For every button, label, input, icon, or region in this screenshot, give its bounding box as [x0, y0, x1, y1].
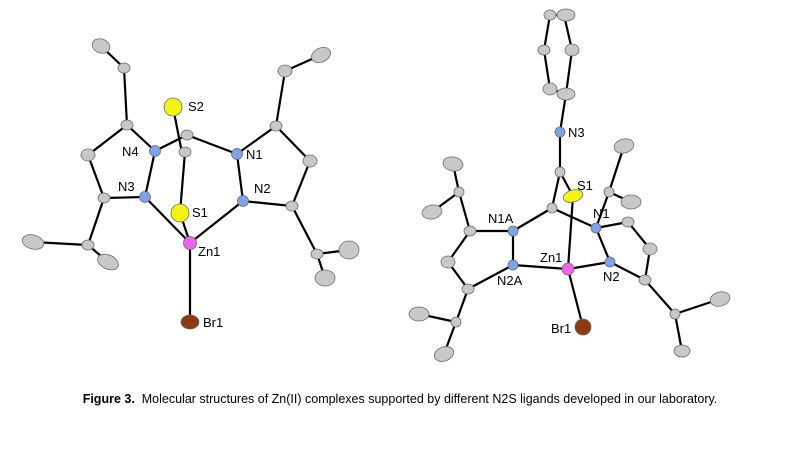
caption-label: Figure 3.: [82, 392, 135, 406]
label-zn1-right: Zn1: [540, 250, 562, 265]
label-n4: N4: [122, 144, 139, 159]
right-molecule: [417, 13, 722, 356]
label-n1: N1: [246, 147, 263, 162]
label-br1-right: Br1: [551, 321, 571, 336]
label-br1: Br1: [203, 315, 223, 330]
right-atoms: [408, 8, 731, 362]
label-n1a-right: N1A: [488, 211, 514, 226]
label-s1-right: S1: [577, 178, 593, 193]
left-molecule: [31, 44, 351, 324]
label-n2: N2: [254, 181, 271, 196]
label-n1-right: N1: [593, 206, 610, 221]
label-n2-right: N2: [603, 269, 620, 284]
label-s2: S2: [188, 99, 204, 114]
label-n2a-right: N2A: [497, 273, 523, 288]
label-n3: N3: [118, 179, 135, 194]
caption-text: Molecular structures of Zn(II) complexes…: [141, 392, 718, 406]
left-atoms: [21, 38, 360, 330]
label-n3-right: N3: [568, 125, 585, 140]
right-labels: N3 S1 N1A N1 Zn1 N2A N2 Br1: [488, 125, 620, 336]
label-s1: S1: [192, 205, 208, 220]
left-labels: S2 N4 N1 N3 N2 S1 Zn1 Br1: [118, 99, 271, 330]
label-zn1: Zn1: [198, 244, 220, 259]
figure-caption: Figure 3. Molecular structures of Zn(II)…: [0, 392, 800, 406]
